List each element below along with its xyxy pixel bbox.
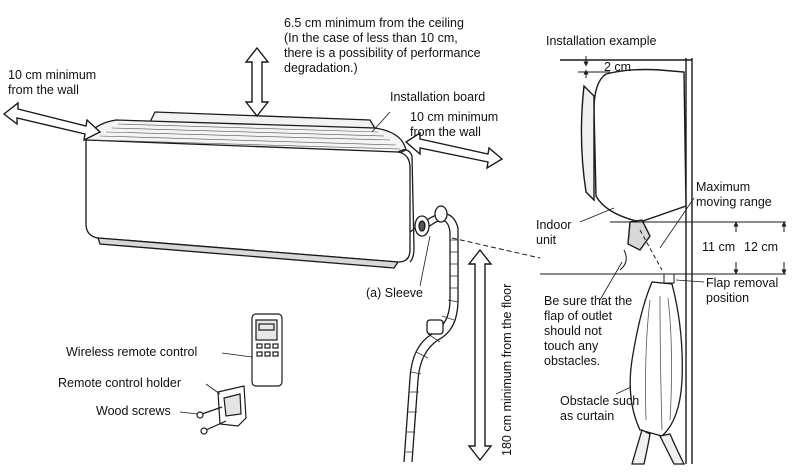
- right-wall-clearance-label: 10 cm minimum from the wall: [410, 110, 499, 139]
- eleven-cm-label: 11 cm: [702, 240, 736, 254]
- curtain: [629, 281, 686, 465]
- flap-removal-bracket: [663, 273, 675, 284]
- indoor-unit-label: Indoor unit: [536, 218, 572, 247]
- ceiling-clearance-label: 6.5 cm minimum from the ceiling (In the …: [284, 16, 481, 75]
- screws-leader: [179, 411, 199, 415]
- twelve-cm-label: 12 cm: [744, 240, 779, 254]
- flap-removal-label: Flap removal position: [706, 276, 779, 305]
- moving-range-dashed: [639, 229, 663, 271]
- sleeve-leader: [419, 235, 431, 287]
- clearance-arrows: [2, 46, 504, 462]
- grill-lines: [94, 123, 401, 150]
- remote-holder: [217, 385, 247, 427]
- installation-board-label: Installation board: [390, 90, 486, 104]
- wireless-remote-label: Wireless remote control: [66, 345, 198, 359]
- remote-holder-label: Remote control holder: [58, 376, 181, 390]
- max-moving-range-label: Maximum moving range: [696, 180, 772, 209]
- sleeve-label: (a) Sleeve: [366, 286, 423, 300]
- wood-screws-label: Wood screws: [96, 404, 171, 418]
- curtain-folds: [645, 295, 672, 431]
- hose-ribs: [406, 239, 459, 453]
- indoor-unit-side: [580, 68, 687, 251]
- left-wall-clearance-label: 10 cm minimum from the wall: [8, 68, 97, 97]
- remote-leader: [221, 352, 253, 358]
- two-cm-label: 2 cm: [604, 60, 632, 74]
- installation-board-leader: [371, 111, 391, 133]
- be-sure-note: Be sure that the flap of outlet should n…: [544, 294, 633, 368]
- drain-hose: [403, 213, 459, 463]
- reference-lines: [540, 221, 786, 275]
- installation-example-label: Installation example: [546, 34, 657, 48]
- height-dimensions: [733, 221, 787, 275]
- wall: [685, 58, 693, 464]
- obstacle-label: Obstacle such as curtain: [560, 394, 640, 423]
- floor-clearance-label: 180 cm minimum from the floor: [500, 283, 514, 456]
- wireless-remote: [251, 313, 283, 387]
- sleeve-ring: [414, 205, 448, 335]
- wall-dashed-line: [451, 237, 541, 259]
- two-cm-dimension: [578, 56, 610, 78]
- wood-screws: [196, 406, 227, 435]
- holder-leader: [205, 383, 221, 395]
- flap-curve: [619, 249, 627, 271]
